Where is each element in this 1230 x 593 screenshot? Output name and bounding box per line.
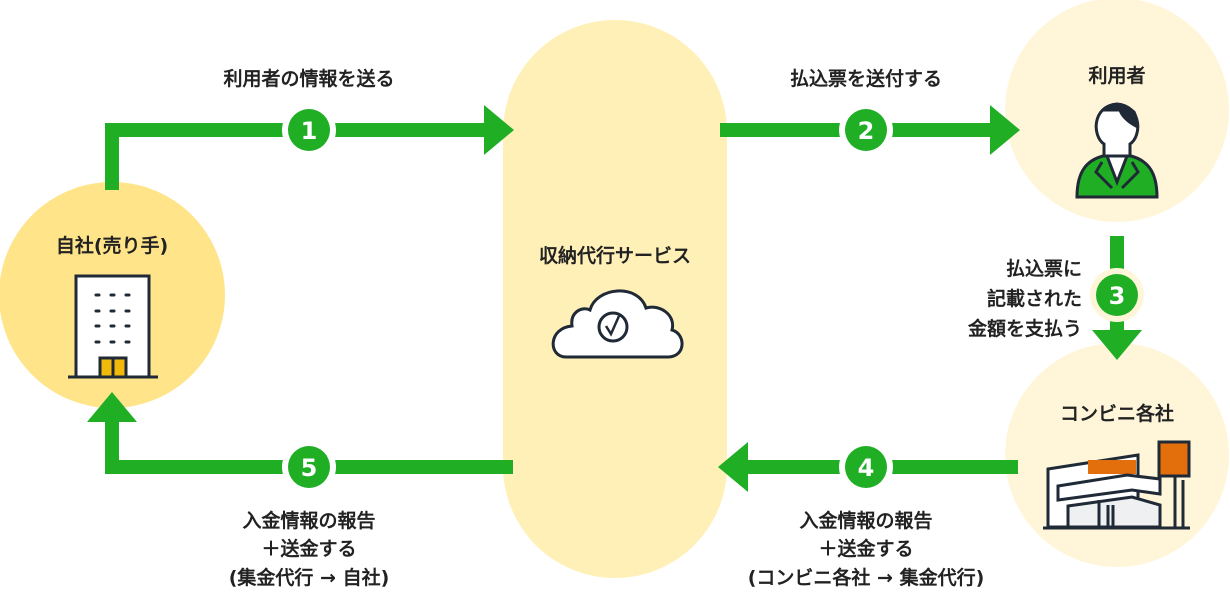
step-badge-4: 4 bbox=[839, 440, 893, 494]
svg-text:金額を支払う: 金額を支払う bbox=[967, 317, 1082, 340]
user-label: 利用者 bbox=[1088, 65, 1145, 87]
convenience-node bbox=[1005, 343, 1229, 567]
svg-text:入金情報の報告: 入金情報の報告 bbox=[242, 509, 375, 532]
step-1-label: 利用者の情報を送る bbox=[223, 67, 394, 90]
arrowhead-2 bbox=[990, 105, 1020, 155]
step-badge-3: 3 bbox=[1090, 268, 1144, 322]
step-badge-1: 1 bbox=[282, 103, 336, 157]
cloud-check-icon bbox=[551, 289, 684, 359]
service-label: 収納代行サービス bbox=[539, 244, 691, 267]
step-3-label: 払込票に 記載された 金額を支払う bbox=[967, 258, 1082, 340]
step-5-label: 入金情報の報告 ＋送金する (集金代行 → 自社) bbox=[229, 509, 390, 589]
svg-text:4: 4 bbox=[858, 454, 875, 482]
svg-text:2: 2 bbox=[858, 117, 875, 145]
svg-text:入金情報の報告: 入金情報の報告 bbox=[799, 509, 932, 532]
svg-text:払込票に: 払込票に bbox=[1006, 258, 1082, 280]
step-4-label: 入金情報の報告 ＋送金する (コンビニ各社 → 集金代行) bbox=[748, 509, 985, 589]
arrow-1 bbox=[105, 123, 486, 190]
svg-text:＋送金する: ＋送金する bbox=[818, 537, 913, 560]
step-badge-2: 2 bbox=[839, 103, 893, 157]
person-icon bbox=[1075, 102, 1159, 199]
svg-text:5: 5 bbox=[301, 454, 318, 482]
arrowhead-5 bbox=[87, 392, 137, 422]
step-badge-5: 5 bbox=[282, 440, 336, 494]
arrowhead-4 bbox=[718, 442, 748, 492]
arrowhead-1 bbox=[484, 105, 514, 155]
office-building-icon bbox=[68, 274, 158, 379]
svg-text:＋送金する: ＋送金する bbox=[261, 537, 356, 560]
convenience-store-icon bbox=[1043, 440, 1191, 530]
arrow-5 bbox=[105, 420, 513, 474]
seller-label: 自社(売り手) bbox=[56, 234, 168, 257]
convenience-label: コンビニ各社 bbox=[1060, 402, 1174, 425]
svg-text:3: 3 bbox=[1109, 282, 1126, 310]
svg-text:1: 1 bbox=[301, 117, 318, 145]
svg-text:(コンビニ各社 → 集金代行): (コンビニ各社 → 集金代行) bbox=[748, 566, 985, 589]
svg-text:記載された: 記載された bbox=[987, 287, 1082, 310]
svg-text:(集金代行 → 自社): (集金代行 → 自社) bbox=[229, 566, 390, 589]
arrowhead-3 bbox=[1092, 330, 1142, 360]
step-2-label: 払込票を送付する bbox=[790, 67, 942, 90]
